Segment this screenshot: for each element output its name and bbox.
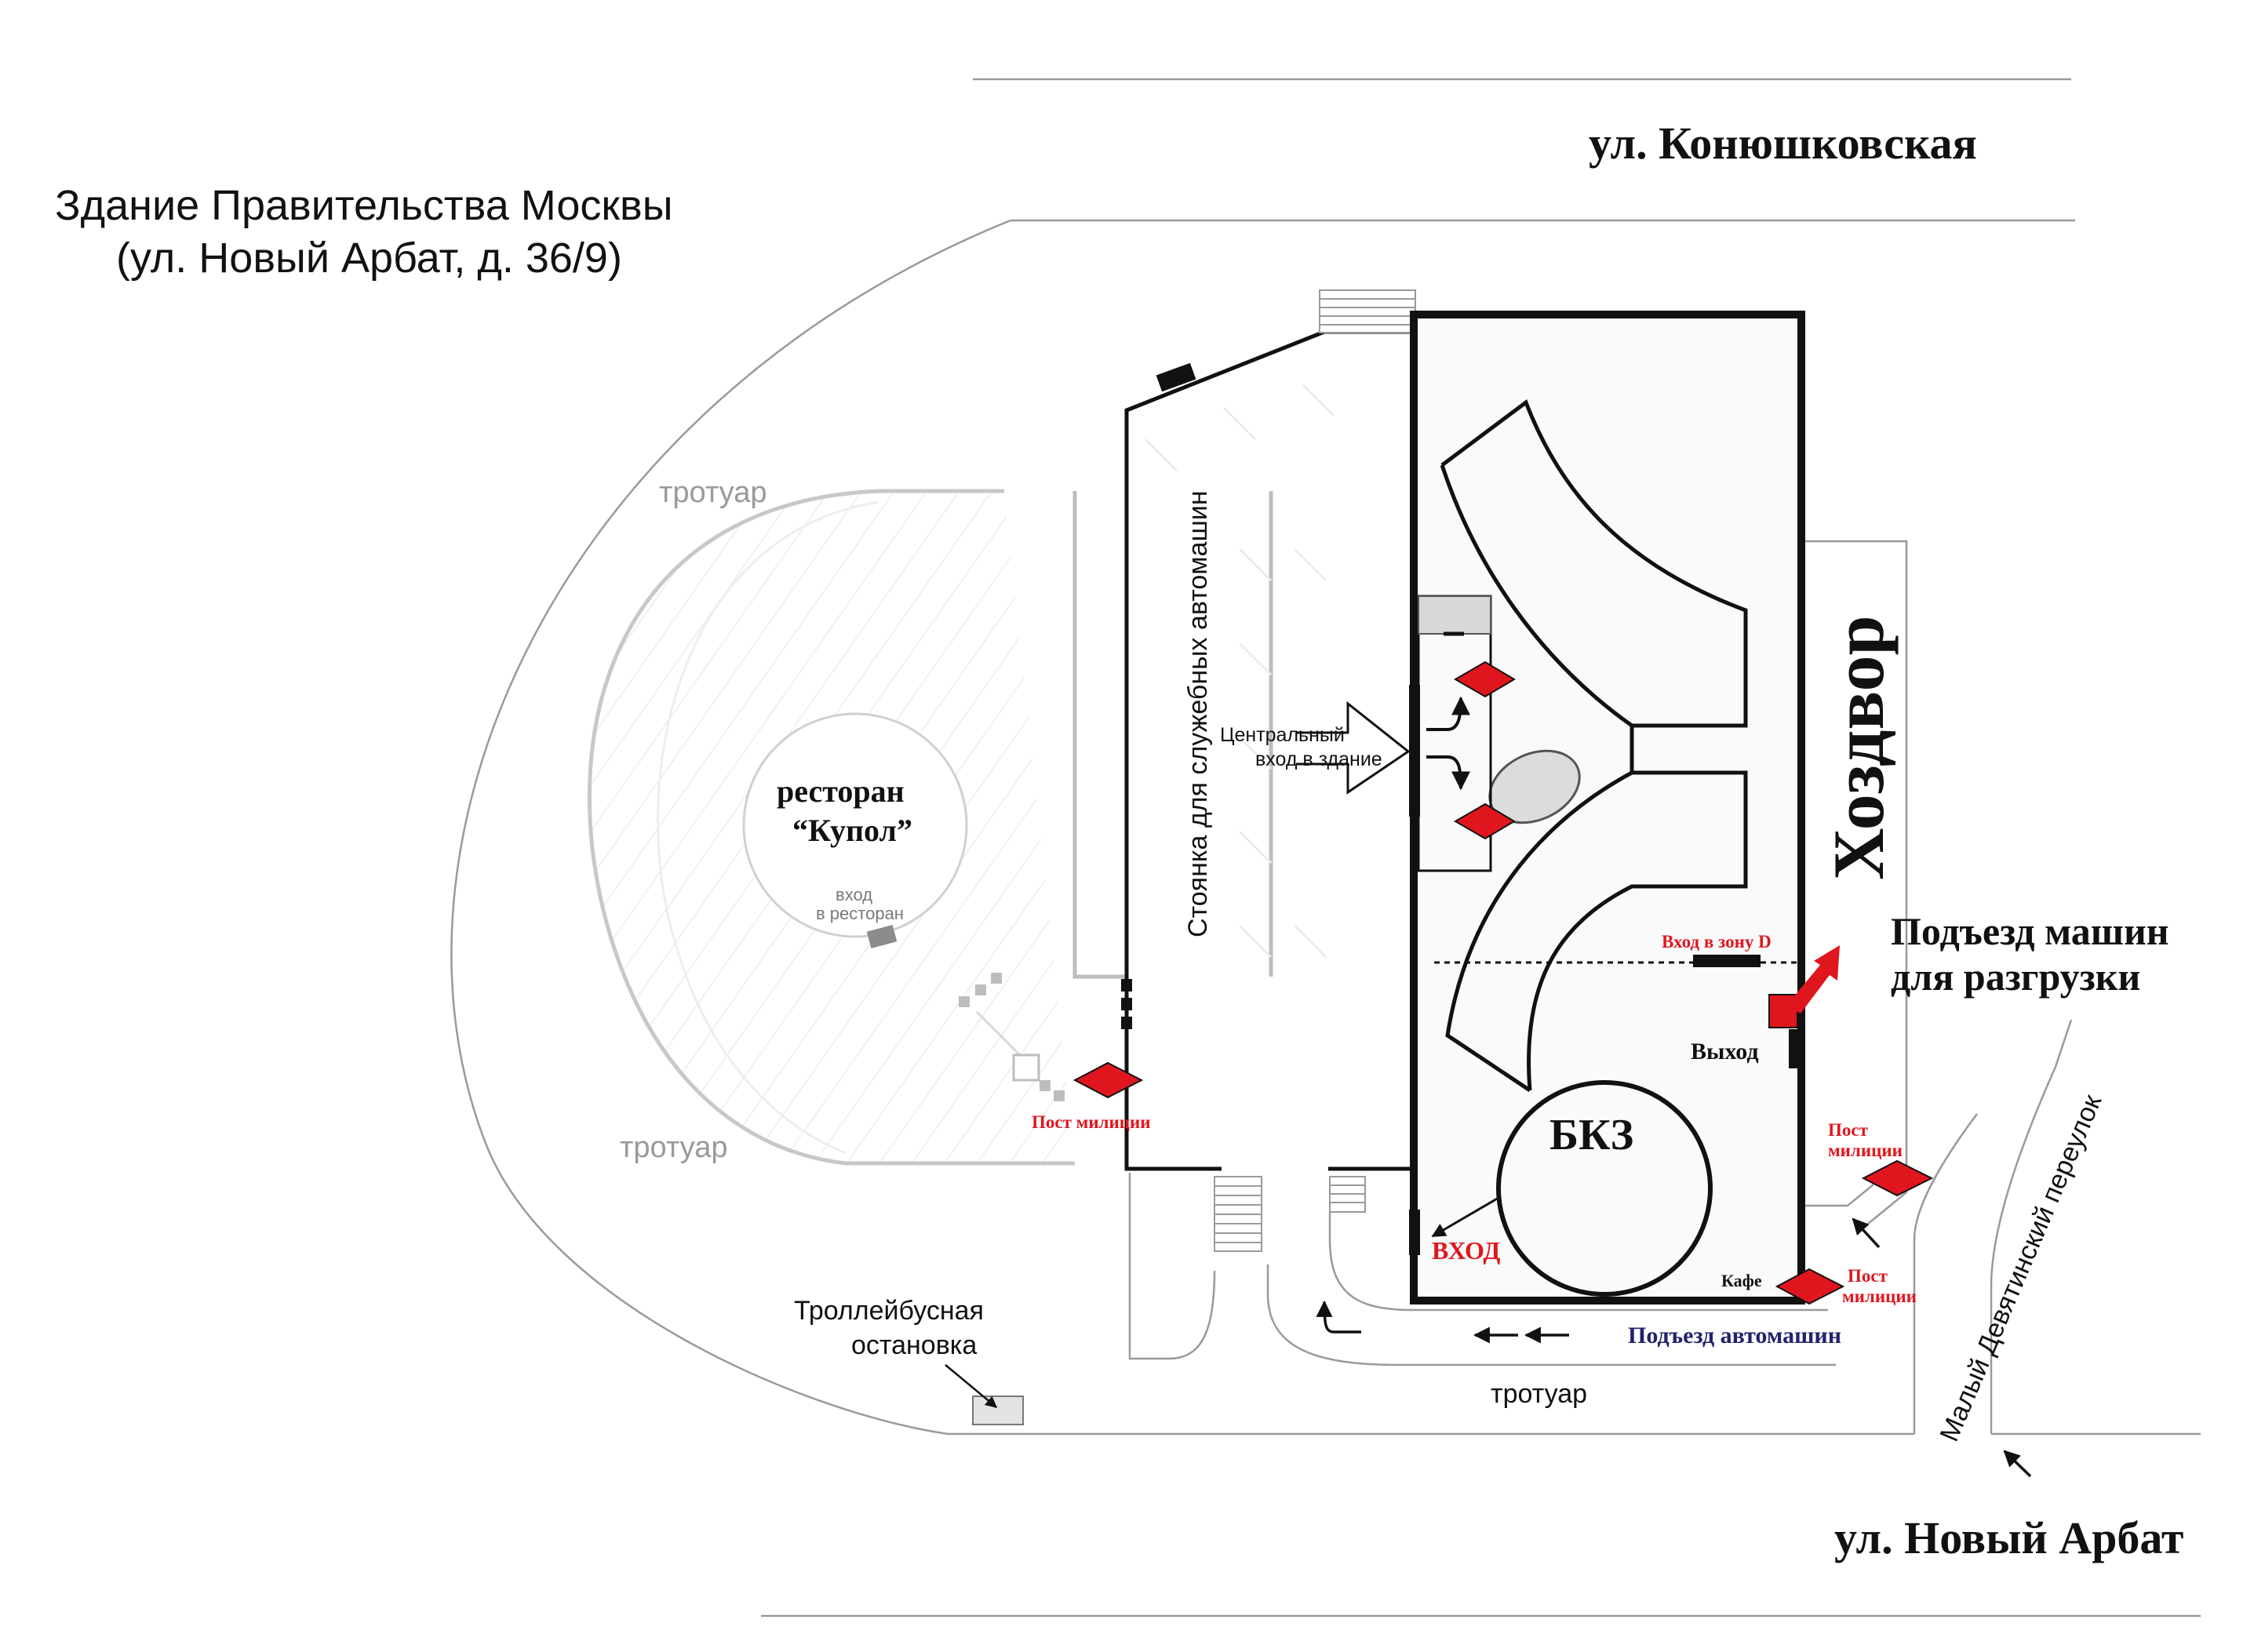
- lobby-ellipse: [1488, 749, 1581, 824]
- parking-dashes: [1121, 979, 1132, 1029]
- police-post-label-bottom-1: Пост: [1848, 1266, 1888, 1286]
- red-diamond-icon: [1072, 1061, 1144, 1099]
- street-lines: [761, 78, 2201, 1617]
- bkz-entry-door: [1409, 1210, 1420, 1255]
- unload-label-line-1: Подъезд машин: [1891, 909, 2169, 953]
- driveway-curves: [1128, 540, 2073, 1434]
- police-post-label-bottom-2: милиции: [1842, 1286, 1917, 1306]
- police-post-label-left: Пост милиции: [1032, 1112, 1150, 1132]
- stair-markers: [959, 973, 1065, 1101]
- lobby-vestibule: [1418, 595, 1491, 635]
- central-entry-arrow-icon: [1296, 700, 1411, 795]
- red-diamond-icon: [1861, 1159, 1934, 1197]
- entry-label: ВХОД: [1432, 1236, 1500, 1264]
- street-konyushkovskaya: ул. Конюшковская: [1589, 118, 1977, 169]
- central-entry-label-line-2: вход в здание: [1255, 748, 1382, 770]
- central-entry-label-line-1: Центральный: [1220, 724, 1345, 746]
- top-stairs: [1319, 289, 1416, 333]
- restaurant-label-line-2: “Купол”: [792, 813, 912, 848]
- restaurant-entry-line-1: вход: [836, 885, 872, 904]
- parking-gate: [1156, 362, 1196, 392]
- trolley-label-line-1: Троллейбусная: [794, 1296, 984, 1326]
- red-arrow-icon: [1786, 945, 1840, 1013]
- sidewalk-label-bottom: тротуар: [1491, 1379, 1587, 1409]
- direction-arrows: [1316, 1217, 2032, 1478]
- interior-arrows: [1426, 696, 1470, 791]
- sidewalk-label-left: тротуар: [620, 1131, 728, 1164]
- unload-label-line-2: для разгрузки: [1891, 955, 2140, 999]
- red-diamond-icon: [1775, 1268, 1845, 1305]
- restaurant-label-line-1: ресторан: [777, 773, 905, 809]
- police-post-label-right-2: милиции: [1828, 1141, 1903, 1160]
- central-door: [1409, 685, 1420, 817]
- exit-door: [1789, 1029, 1798, 1068]
- restaurant-dome: [742, 712, 968, 938]
- parking-label: Стоянка для служебных автомашин: [1183, 490, 1213, 937]
- zone-d-door: [1693, 955, 1761, 967]
- bkz-label: БКЗ: [1549, 1111, 1633, 1159]
- vehicle-access-label: Подъезд автомашин: [1628, 1323, 1841, 1348]
- restaurant-entry-line-2: в ресторан: [816, 904, 904, 923]
- sidewalk-label-top: тротуар: [659, 476, 767, 509]
- red-diamond-icon: [1454, 802, 1516, 840]
- cafe-label: Кафе: [1721, 1271, 1762, 1290]
- bottom-stairs: [1214, 1176, 1366, 1252]
- gray-walls: [1072, 491, 1273, 979]
- trolley-stop-shelter: [972, 1395, 1024, 1425]
- title-line-2: (ул. Новый Арбат, д. 36/9): [116, 235, 622, 282]
- arrow-icon: [1316, 1300, 1361, 1334]
- parking-hatching: [1144, 383, 1335, 959]
- police-post-label-right-1: Пост: [1828, 1120, 1869, 1140]
- arrow-icon: [1852, 1217, 1881, 1249]
- red-diamond-icon: [1454, 660, 1516, 698]
- outer-sidewalk-boundary: [450, 219, 1011, 1435]
- street-maly-devyatinsky: Малый Девятинский переулок: [1934, 1090, 2107, 1446]
- arrow-icon: [2003, 1450, 2032, 1478]
- title-line-1: Здание Правительства Москвы: [55, 182, 673, 229]
- trolley-label-line-2: остановка: [851, 1330, 977, 1360]
- exit-label: Выход: [1691, 1039, 1759, 1064]
- zone-d-label: Вход в зону D: [1662, 932, 1772, 952]
- bkz-hall: [1496, 1080, 1713, 1297]
- police-posts: [1072, 660, 1934, 1305]
- street-novy-arbat: ул. Новый Арбат: [1834, 1512, 2183, 1563]
- hozdvor-label: Хоздвор: [1819, 615, 1899, 880]
- restaurant-entry-marker: [866, 924, 898, 949]
